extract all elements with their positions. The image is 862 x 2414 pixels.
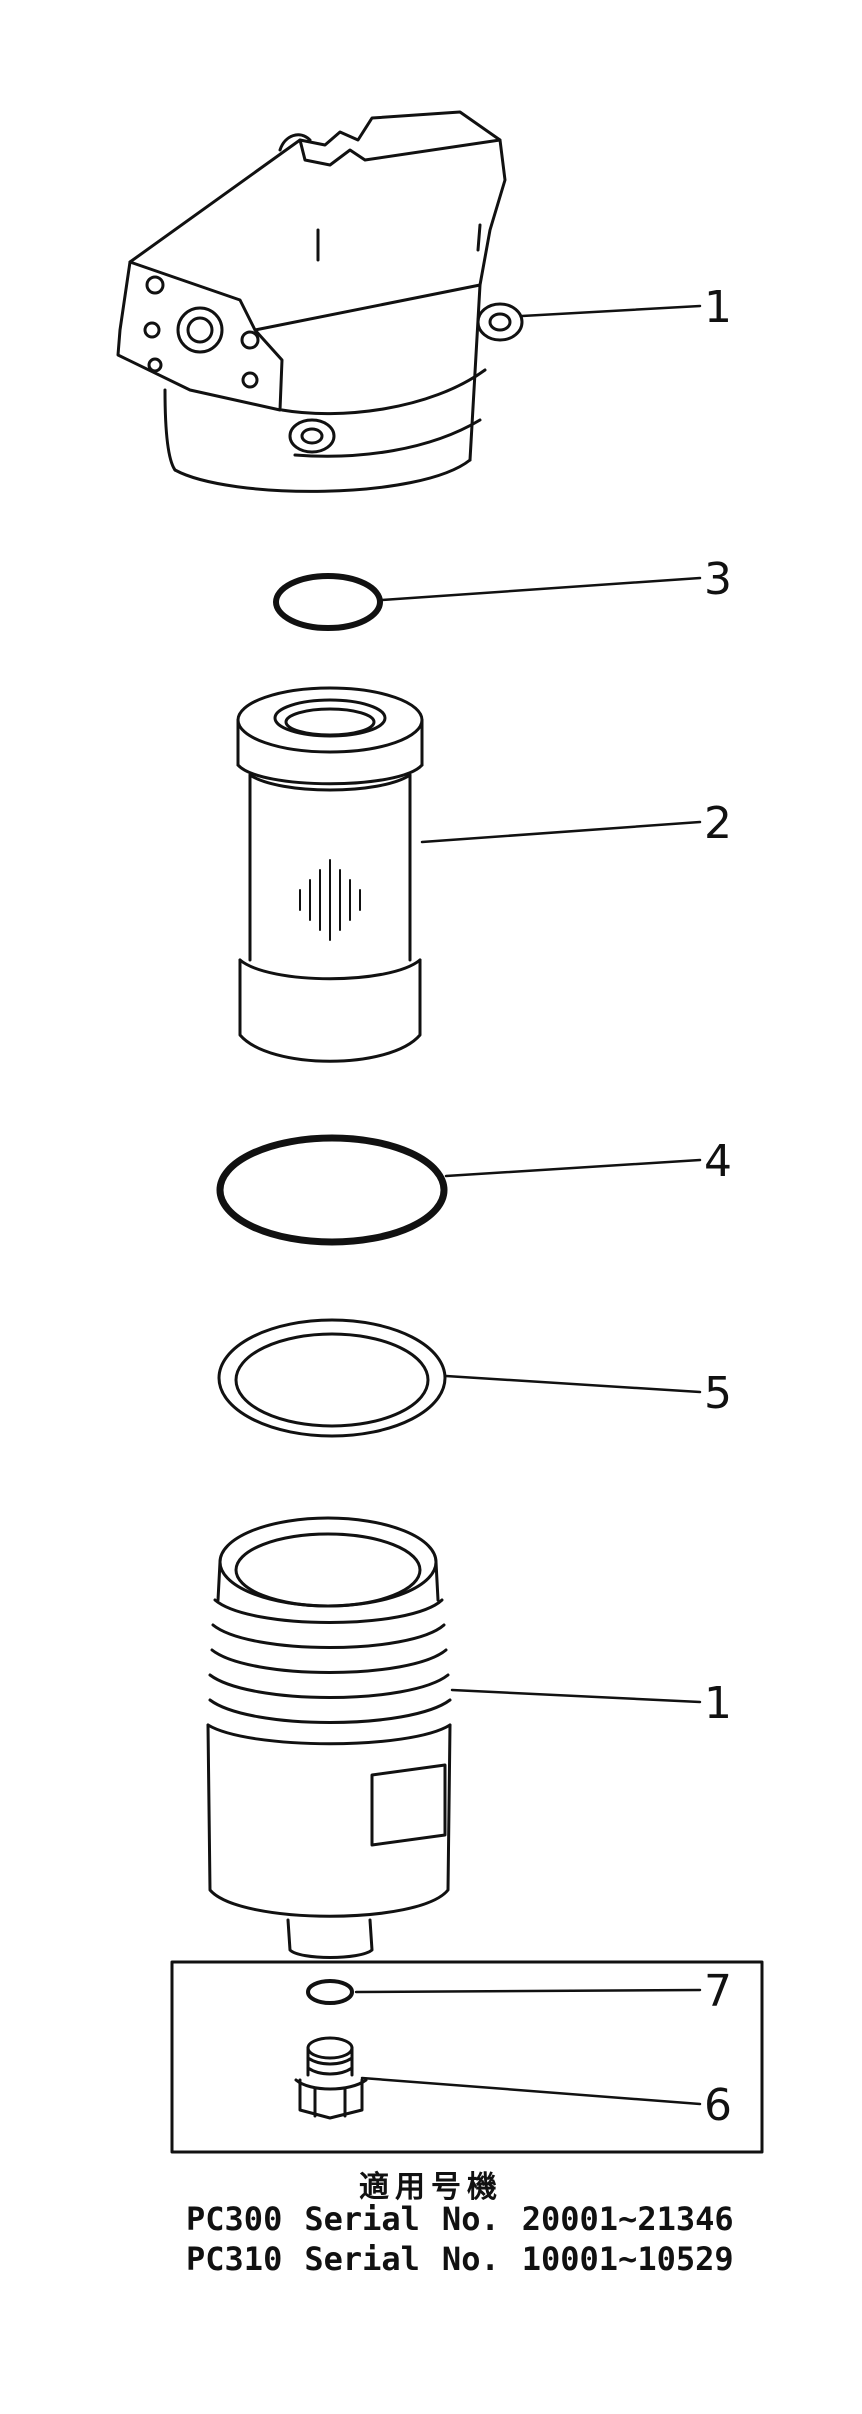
serial-word: Serial bbox=[304, 2200, 420, 2238]
callout-1-housing: 1 bbox=[704, 282, 732, 333]
large-o-ring bbox=[216, 1134, 448, 1246]
serial-row-pc310: PC310 Serial No. 10001~10529 bbox=[186, 2240, 756, 2278]
callout-6: 6 bbox=[704, 2080, 732, 2131]
leader-line-4 bbox=[444, 1158, 702, 1178]
no-word: No. bbox=[441, 2200, 500, 2238]
leader-line-2 bbox=[420, 820, 702, 844]
callout-1-bowl: 1 bbox=[704, 1678, 732, 1729]
drain-plug bbox=[294, 2036, 368, 2120]
leader-line-3 bbox=[380, 576, 702, 602]
plug-o-ring bbox=[306, 1979, 354, 2005]
leader-line-1-top bbox=[520, 304, 702, 318]
callout-3: 3 bbox=[704, 554, 732, 605]
leader-line-5 bbox=[444, 1374, 702, 1394]
serial-word: Serial bbox=[304, 2240, 420, 2278]
callout-2: 2 bbox=[704, 798, 732, 849]
callout-4: 4 bbox=[704, 1136, 732, 1187]
serial-range: 10001~10529 bbox=[521, 2240, 734, 2278]
callout-7: 7 bbox=[704, 1966, 732, 2017]
applicable-models-heading: 適用号機 bbox=[359, 2170, 503, 2205]
filter-bowl bbox=[206, 1516, 452, 1959]
flat-ring bbox=[217, 1318, 447, 1438]
leader-line-7 bbox=[354, 1988, 702, 1994]
filter-head-housing bbox=[116, 110, 524, 493]
model-name: PC310 bbox=[186, 2240, 283, 2278]
leader-line-6 bbox=[360, 2076, 702, 2106]
model-name: PC300 bbox=[186, 2200, 283, 2238]
no-word: No. bbox=[441, 2240, 500, 2278]
serial-row-pc300: PC300 Serial No. 20001~21346 bbox=[186, 2200, 756, 2238]
filter-element bbox=[236, 686, 424, 1063]
small-o-ring bbox=[273, 573, 383, 631]
leader-line-1-bowl bbox=[450, 1688, 702, 1704]
callout-5: 5 bbox=[704, 1368, 732, 1419]
serial-range: 20001~21346 bbox=[521, 2200, 734, 2238]
inset-box bbox=[170, 1960, 764, 2154]
